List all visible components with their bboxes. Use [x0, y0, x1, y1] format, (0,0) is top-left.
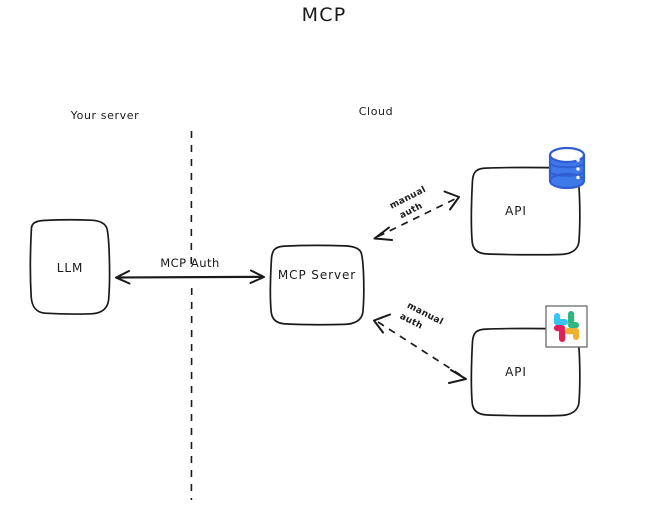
- node-mcp-server-label: MCP Server: [278, 268, 356, 282]
- node-llm[interactable]: LLM: [29, 218, 111, 315]
- node-mcp-server[interactable]: MCP Server: [269, 244, 365, 326]
- node-api-slack-label: API: [505, 365, 527, 379]
- edge-label-auth-part: Auth: [191, 256, 220, 270]
- slack-icon: [545, 305, 588, 348]
- edge-mcp-server-to-api-slack: manual auth: [373, 301, 467, 384]
- node-llm-label: LLM: [57, 261, 83, 275]
- edge-llm-arrowhead-right: [249, 269, 265, 284]
- edge-llm-to-mcp-server-line: [116, 275, 264, 279]
- zone-label-cloud: Cloud: [359, 105, 393, 118]
- edge-api-database-arrowhead-right: [443, 190, 460, 211]
- edge-api-slack-label: manual auth: [398, 301, 445, 332]
- zone-label-your-server: Your server: [70, 109, 139, 122]
- edge-label-mcp-part: MCP: [160, 256, 186, 270]
- database-icon: [548, 146, 586, 190]
- edge-llm-to-mcp-server-label: MCP Auth: [160, 256, 220, 270]
- edge-llm-to-mcp-server: MCP Auth: [115, 256, 265, 285]
- node-llm-shape: [29, 218, 111, 315]
- edge-api-database-arrowhead-left: [373, 226, 393, 241]
- edge-llm-arrowhead-left: [115, 270, 131, 285]
- node-api-slack[interactable]: API: [470, 305, 588, 417]
- node-api-database[interactable]: API: [470, 146, 586, 256]
- edge-api-slack-arrowhead-right: [448, 369, 467, 384]
- edge-api-slack-arrowhead-left: [373, 313, 391, 334]
- node-mcp-server-shape: [269, 244, 365, 326]
- edge-api-database-line: [377, 198, 456, 238]
- node-api-database-shape: [470, 166, 581, 256]
- edge-api-database-label: manual auth: [388, 185, 427, 221]
- edge-api-slack-line: [377, 321, 463, 377]
- node-api-database-label: API: [505, 204, 527, 218]
- diagram-title: MCP: [302, 4, 347, 26]
- node-api-slack-shape: [470, 327, 581, 417]
- edge-mcp-server-to-api-database: manual auth: [373, 185, 460, 241]
